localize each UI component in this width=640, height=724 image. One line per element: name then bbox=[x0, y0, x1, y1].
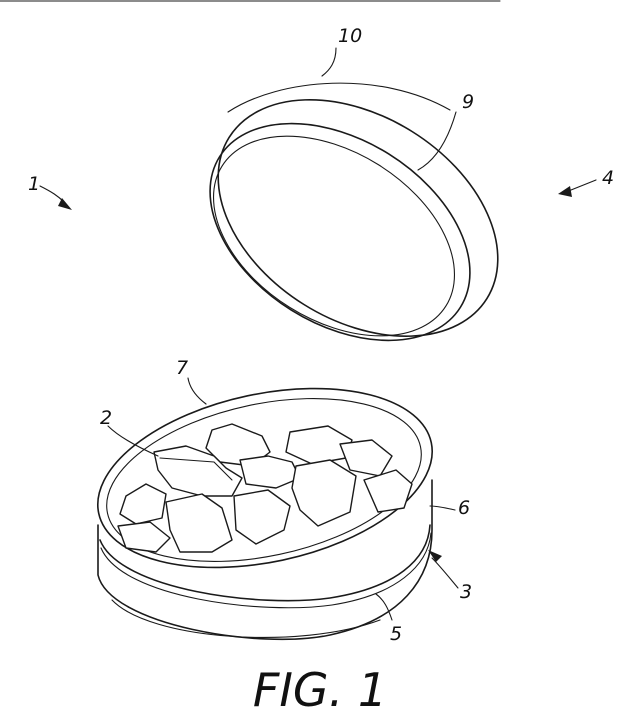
pouches bbox=[118, 424, 412, 552]
pouch-5 bbox=[240, 456, 300, 488]
label-3: 3 bbox=[460, 581, 472, 603]
leader-6 bbox=[430, 506, 455, 510]
arrow-3 bbox=[428, 550, 442, 562]
arrow-4 bbox=[558, 186, 572, 197]
label-4: 4 bbox=[602, 167, 614, 189]
label-9: 9 bbox=[462, 91, 474, 113]
figure-caption: FIG. 1 bbox=[253, 663, 387, 717]
pouch-11 bbox=[118, 522, 170, 552]
lid-inner-lip bbox=[178, 95, 491, 377]
label-6: 6 bbox=[458, 497, 470, 519]
pouch-7 bbox=[120, 484, 166, 524]
lid-drawing bbox=[171, 51, 541, 385]
lid-outer-edge bbox=[175, 51, 541, 385]
label-10: 10 bbox=[338, 25, 362, 47]
label-5: 5 bbox=[390, 623, 402, 645]
pouch-9 bbox=[234, 490, 290, 544]
label-1: 1 bbox=[28, 173, 40, 195]
pouch-8 bbox=[166, 494, 232, 552]
leader-2 bbox=[108, 426, 158, 456]
lid-rim-highlight bbox=[228, 83, 450, 112]
leader-3 bbox=[432, 558, 458, 588]
pouch-10 bbox=[364, 470, 412, 512]
leader-7 bbox=[188, 378, 206, 404]
arrow-1 bbox=[58, 198, 72, 210]
leader-10 bbox=[322, 48, 336, 76]
label-7: 7 bbox=[176, 357, 188, 379]
leader-5 bbox=[376, 594, 392, 620]
pouch-6 bbox=[292, 460, 356, 526]
leader-1 bbox=[40, 186, 64, 202]
label-2: 2 bbox=[100, 407, 112, 429]
